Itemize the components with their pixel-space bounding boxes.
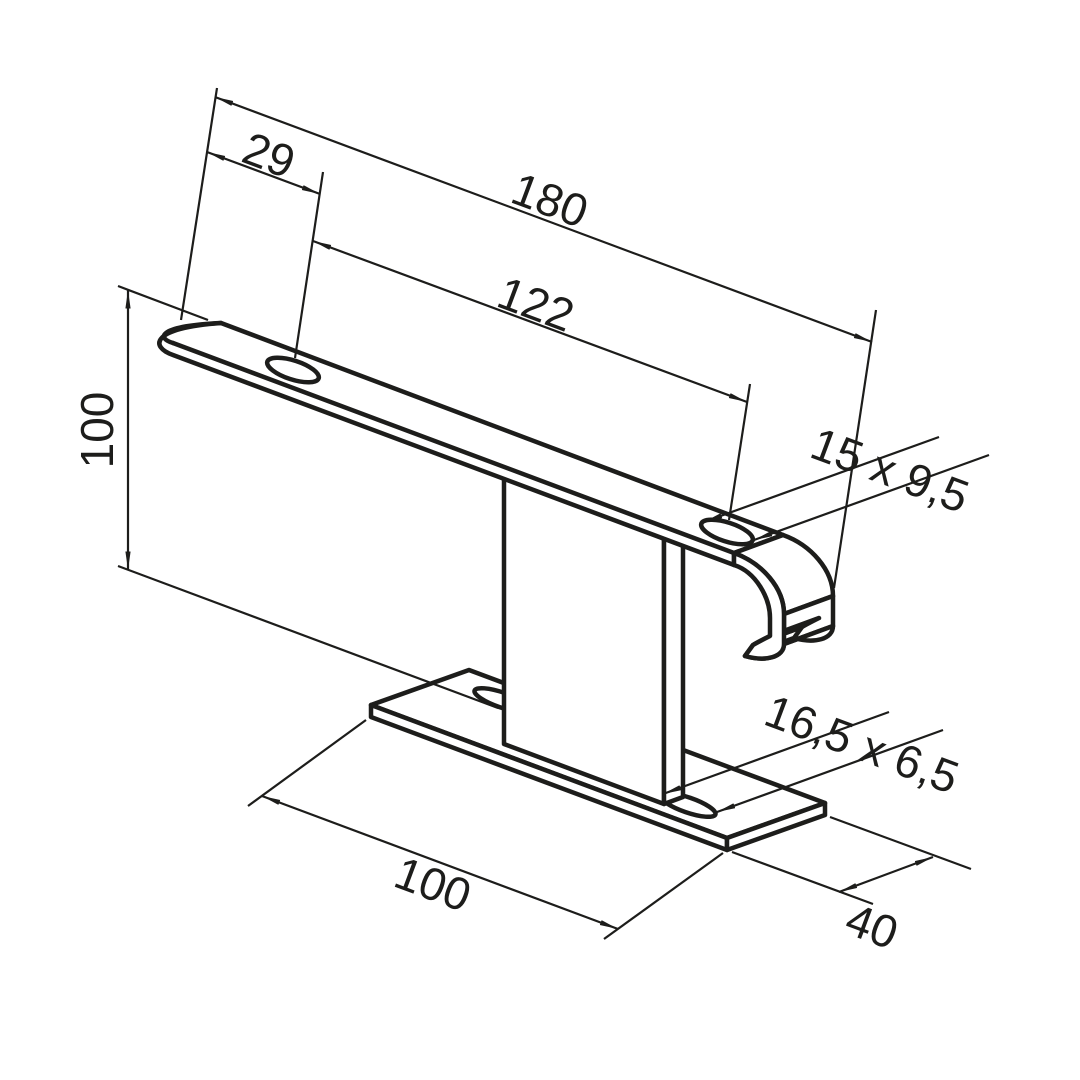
dim-label-hole-pitch: 122 — [491, 266, 581, 342]
dim-label-base-length: 100 — [388, 846, 478, 922]
leader-base-slot-2 — [716, 728, 944, 814]
top-plate — [157, 320, 786, 568]
hook-cross-section — [731, 550, 787, 661]
hook-end — [731, 532, 836, 661]
top-plate-rounded-end — [161, 320, 224, 346]
ext-line-width-front — [731, 850, 874, 906]
dim-line-100-base — [261, 794, 619, 931]
leader-base-slot-1 — [662, 710, 890, 796]
leader-top-slot-1 — [703, 435, 940, 524]
top-plate-silhouette — [157, 320, 786, 568]
top-slot-right — [698, 517, 756, 547]
leader-top-slot-2 — [753, 453, 990, 542]
base-right-face — [724, 800, 828, 853]
dim-line-180 — [214, 95, 873, 344]
dim-label-hole-offset: 29 — [236, 122, 302, 189]
stem-side-face — [661, 518, 686, 807]
dim-label-top-length: 180 — [505, 162, 595, 238]
dim-line-40 — [838, 855, 934, 894]
dim-label-top-slot-size: 15 x 9,5 — [804, 417, 976, 523]
ext-line-slot-left — [293, 171, 325, 359]
ext-line-plate-left — [179, 87, 219, 321]
ext-line-slot-right — [727, 383, 752, 521]
ext-line-width-back — [829, 815, 972, 871]
dim-label-base-width: 40 — [839, 893, 905, 960]
top-plate-front-edge — [170, 340, 737, 556]
ext-line-hook-right — [832, 309, 878, 589]
ext-line-base-right — [603, 852, 724, 940]
ext-line-base-left — [247, 719, 367, 807]
ext-line-height-top — [117, 284, 209, 322]
dim-line-29 — [206, 150, 321, 196]
ext-line-height-bottom — [117, 564, 499, 710]
dim-line-122 — [312, 239, 748, 404]
dim-label-height: 100 — [71, 392, 123, 469]
